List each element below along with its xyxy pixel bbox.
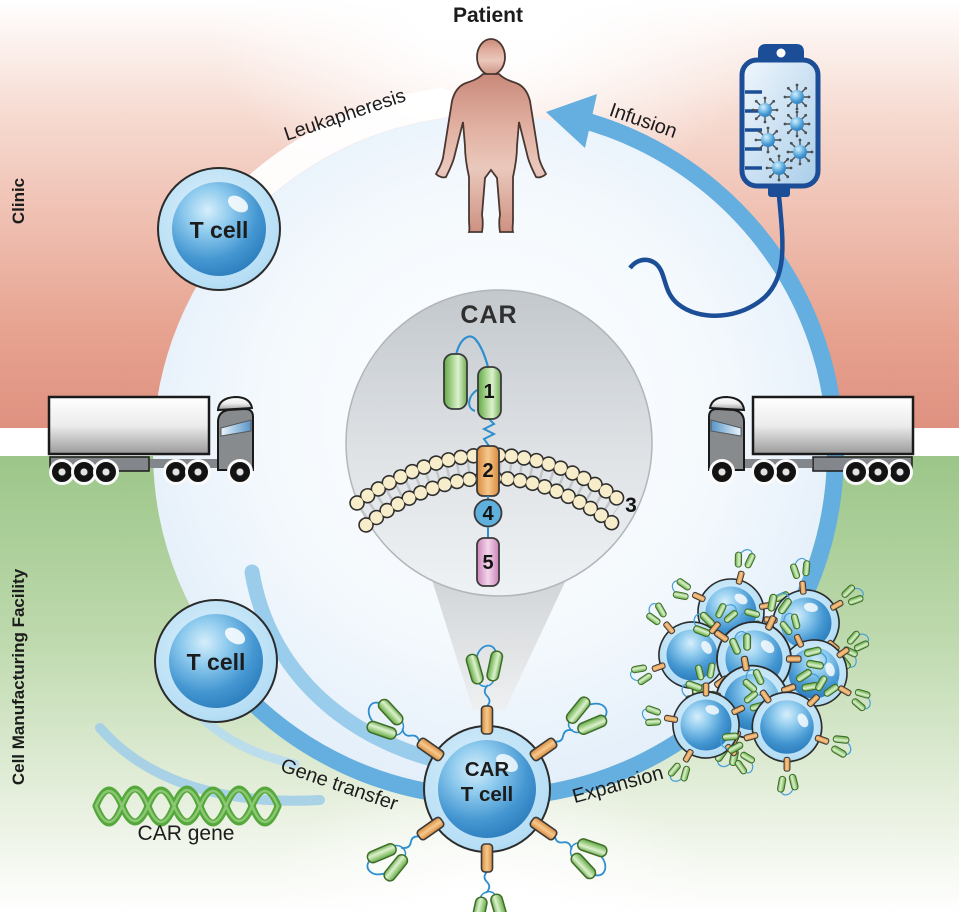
car-inset-title: CAR [460, 301, 518, 329]
car-t-cell [356, 644, 618, 912]
patient-figure [434, 38, 548, 233]
t-cell-bottom-label: T cell [186, 649, 246, 675]
car-structure: 1 2 3 4 5 [349, 335, 637, 587]
domain-label-4: 4 [482, 503, 494, 525]
iv-infusion-bag [628, 44, 821, 318]
scfv-linker [454, 335, 490, 368]
car-t-cell-label-line1: CAR [464, 758, 510, 781]
domain-label-5: 5 [482, 552, 493, 574]
domain-label-3: 3 [625, 494, 637, 517]
magnifier-funnel [432, 580, 566, 710]
domain-label-1: 1 [483, 381, 494, 403]
iv-tube [628, 195, 785, 318]
scfv-domain-left [443, 353, 468, 410]
costimulatory-domain [473, 498, 503, 528]
car-gene-label: CAR gene [137, 822, 235, 845]
dna-helix [92, 785, 282, 827]
truck-left [49, 397, 253, 484]
signaling-domain [476, 537, 500, 587]
patient-label: Patient [452, 4, 523, 27]
scfv-linker-loop [468, 389, 478, 412]
t-cell-top [157, 167, 281, 291]
magnifier-circle [345, 289, 653, 597]
scfv-domain-right [477, 366, 502, 420]
facility-zone-label: Cell Manufacturing Facility [9, 568, 28, 786]
t-cell-bottom [154, 599, 278, 723]
car-t-cell-label: CAR T cell [417, 757, 557, 807]
clinic-zone-label: Clinic [9, 177, 28, 225]
domain-label-2: 2 [482, 460, 493, 482]
car-t-cell-label-line2: T cell [460, 783, 514, 806]
t-cell-top-label: T cell [189, 217, 249, 243]
hinge-zigzag [481, 418, 497, 447]
truck-right [709, 397, 913, 484]
